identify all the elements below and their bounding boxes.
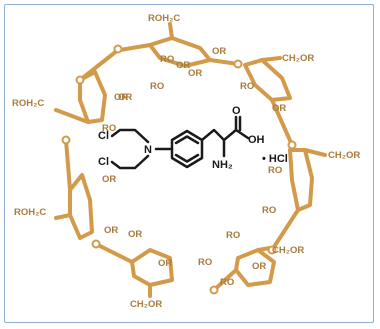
oxygen-atom bbox=[113, 44, 123, 54]
or-label: OR bbox=[212, 46, 226, 57]
ch2or-stem bbox=[303, 148, 327, 157]
or-label: RO bbox=[226, 230, 240, 241]
nitrogen-label: N bbox=[144, 144, 152, 156]
ch2or-stem bbox=[54, 213, 72, 220]
ch2or-label: CH₂OR bbox=[328, 150, 360, 161]
oxygen-atom bbox=[233, 59, 243, 69]
glycosidic-link bbox=[270, 98, 294, 147]
glucose-unit-bottom bbox=[130, 248, 174, 287]
ch2or-label: CH₂OR bbox=[282, 53, 314, 64]
molecule-labels: Cl Cl N O OH NH₂ • HCl bbox=[98, 105, 288, 171]
glycosidic-link bbox=[78, 48, 120, 82]
melphalan-molecule bbox=[110, 115, 250, 170]
chloroethyl-arm-bottom bbox=[110, 154, 150, 170]
ch2or-stem bbox=[168, 22, 174, 40]
oxygen-label: O bbox=[232, 105, 241, 117]
glycosidic-link bbox=[94, 242, 134, 264]
or-label: OR bbox=[118, 92, 132, 103]
oxygen-atom bbox=[91, 239, 101, 249]
cyclodextrin-ring bbox=[54, 22, 327, 298]
or-label: RO bbox=[102, 123, 116, 134]
glucose-unit-left-bottom bbox=[68, 173, 94, 240]
oxygen-atom bbox=[209, 285, 219, 295]
or-label: RO bbox=[262, 205, 276, 216]
or-label: OR bbox=[252, 261, 266, 272]
or-label: OR bbox=[272, 103, 286, 114]
glycosidic-link bbox=[212, 268, 238, 292]
roh2c-label: ROH₂C bbox=[14, 207, 46, 218]
oxygen-atom bbox=[75, 75, 85, 85]
figure-frame bbox=[4, 4, 374, 323]
benzene-ring bbox=[170, 129, 204, 169]
benzene-inner-bond bbox=[174, 153, 200, 163]
glucose-unit-right bbox=[288, 148, 314, 212]
chlorine-label: Cl bbox=[98, 156, 109, 168]
glycosidic-link bbox=[64, 138, 72, 192]
roh2c-label: ROH₂C bbox=[12, 98, 44, 109]
or-label: OR bbox=[176, 60, 190, 71]
or-label: OR bbox=[104, 225, 118, 236]
ring-oxygens bbox=[61, 44, 297, 295]
hydroxyl-bond bbox=[234, 128, 250, 140]
glycosidic-link bbox=[208, 58, 240, 66]
glycosidic-link bbox=[270, 208, 300, 252]
or-label: RO bbox=[240, 81, 254, 92]
or-label: RO bbox=[198, 257, 212, 268]
or-label: OR bbox=[158, 258, 172, 269]
ch2or-stem bbox=[54, 108, 90, 124]
roh2c-label: ROH₂C bbox=[148, 13, 180, 24]
hydroxyl-label: OH bbox=[248, 134, 265, 146]
ch2or-label: CH₂OR bbox=[272, 245, 304, 256]
or-label: OR bbox=[102, 174, 116, 185]
or-label: OR bbox=[188, 68, 202, 79]
oxygen-atom bbox=[61, 135, 71, 145]
or-label: RO bbox=[150, 81, 164, 92]
ch2or-stem bbox=[260, 56, 282, 62]
or-label: OR bbox=[114, 92, 128, 103]
glucose-unit-top-right bbox=[243, 58, 292, 102]
glucose-unit-left-top bbox=[78, 70, 107, 124]
or-label: RO bbox=[268, 165, 282, 176]
benzene-inner-bond bbox=[174, 135, 200, 145]
chloroethyl-arm-top bbox=[110, 128, 150, 144]
hcl-salt-label: • HCl bbox=[262, 153, 288, 165]
ch2or-label: CH₂OR bbox=[130, 299, 162, 310]
or-label: OR bbox=[128, 229, 142, 240]
side-chain bbox=[200, 128, 238, 142]
oxygen-atom bbox=[267, 245, 277, 255]
amine-label: NH₂ bbox=[212, 159, 233, 171]
or-label: RO bbox=[220, 277, 234, 288]
chlorine-label: Cl bbox=[98, 130, 109, 142]
glycosidic-link bbox=[118, 43, 152, 52]
ring-labels: ROH₂C CH₂OR CH₂OR CH₂OR CH₂OR ROH₂C ROH₂… bbox=[12, 13, 360, 310]
oxygen-atom bbox=[287, 140, 297, 150]
or-label: RO bbox=[160, 54, 174, 65]
